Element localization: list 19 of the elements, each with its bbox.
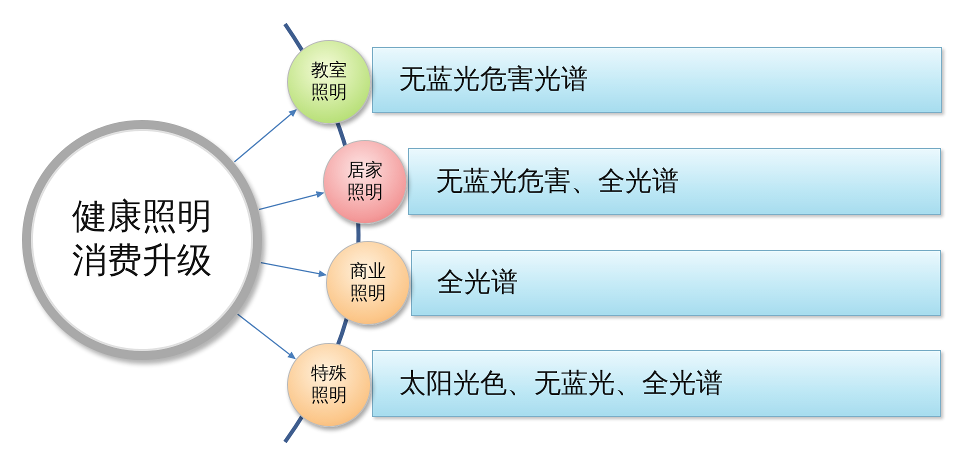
category-label: 居家照明	[347, 160, 383, 204]
description-text: 全光谱	[437, 266, 518, 300]
description-bar	[372, 350, 941, 417]
category-label: 特殊照明	[311, 362, 347, 408]
category-circle	[287, 40, 371, 124]
arrow	[234, 109, 297, 162]
description-bar	[372, 47, 942, 113]
arrow	[260, 262, 327, 278]
description-text: 无蓝光危害、全光谱	[436, 164, 679, 198]
description-text: 无蓝光危害光谱	[399, 63, 588, 97]
category-circle	[287, 343, 371, 427]
arrow	[258, 191, 324, 210]
description-text: 太阳光色、无蓝光、全光谱	[399, 366, 723, 400]
category-label: 商业照明	[350, 260, 386, 306]
category-label: 教室照明	[311, 60, 347, 104]
arrow	[237, 314, 296, 360]
description-bar	[411, 250, 941, 316]
description-bar	[408, 148, 941, 215]
center-title: 健康照明消费升级	[72, 196, 212, 283]
